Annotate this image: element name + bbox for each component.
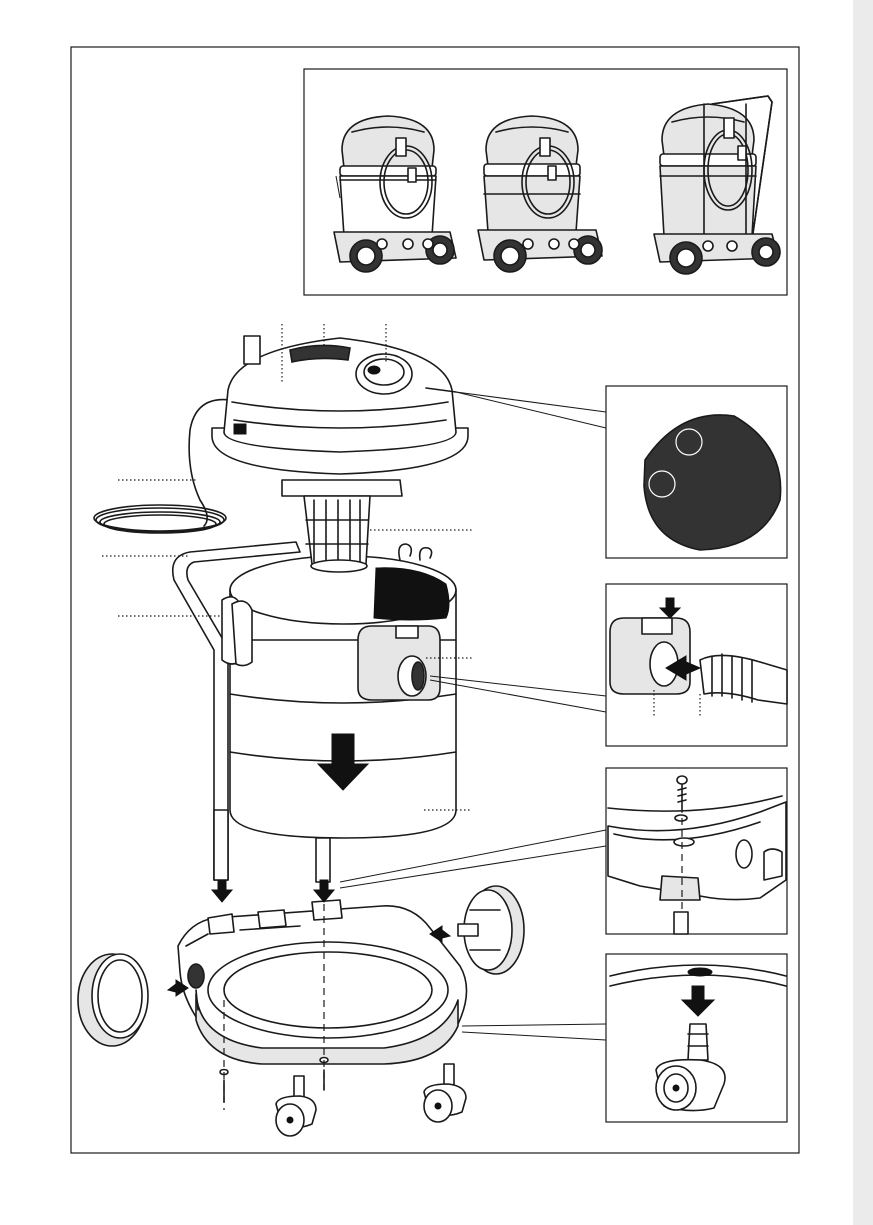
caster-insertion-detail bbox=[606, 954, 787, 1122]
standard-model bbox=[478, 116, 602, 272]
compact-model bbox=[334, 116, 456, 272]
hose-connection-detail bbox=[606, 584, 787, 746]
side-wheel bbox=[458, 886, 524, 974]
support-tube bbox=[316, 838, 330, 882]
trolley-base bbox=[178, 900, 467, 1064]
dust-container bbox=[222, 544, 456, 838]
main-assembly bbox=[78, 324, 606, 1136]
motor-head bbox=[212, 336, 468, 474]
caster-wheel bbox=[276, 1076, 316, 1136]
hose-inlet bbox=[358, 626, 440, 700]
base-screw-detail bbox=[606, 768, 787, 934]
power-cord bbox=[94, 400, 230, 533]
variants-panel bbox=[304, 69, 787, 295]
side-wheel bbox=[78, 954, 148, 1046]
lid-knob-detail bbox=[606, 386, 787, 558]
caster-wheel bbox=[424, 1064, 466, 1122]
trolley-model bbox=[654, 96, 780, 274]
